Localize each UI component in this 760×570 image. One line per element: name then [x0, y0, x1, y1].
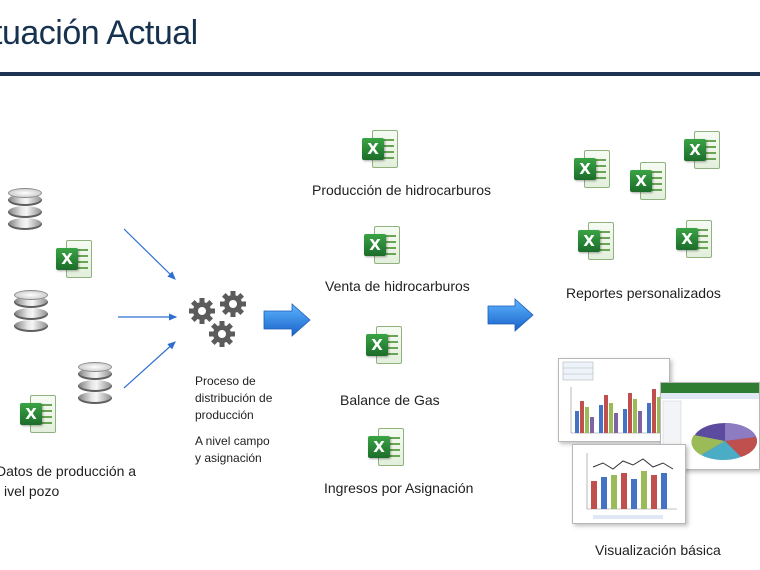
visualization-label: Visualización básica — [595, 542, 721, 558]
output-label: Venta de hidrocarburos — [325, 278, 470, 294]
excel-icon: X — [574, 150, 610, 188]
excel-icon: X — [362, 130, 398, 168]
database-icon — [14, 290, 48, 332]
excel-icon: X — [676, 220, 712, 258]
excel-icon: X — [366, 326, 402, 364]
output-label: Ingresos por Asignación — [324, 480, 474, 496]
database-icon — [8, 188, 42, 230]
output-label: Producción de hidrocarburos — [312, 182, 491, 198]
process-label-line5: y asignación — [195, 451, 262, 465]
sources-label-line2: ivel pozo — [4, 483, 60, 499]
blue-arrow-icon — [487, 298, 534, 332]
bar-chart-thumbnail — [558, 358, 670, 442]
process-label-line4: A nivel campo — [195, 434, 270, 448]
line-chart-thumbnail — [572, 444, 686, 524]
gears-icon — [189, 291, 246, 347]
process-label-line1: Proceso de — [195, 374, 256, 388]
title-divider — [0, 72, 760, 76]
excel-icon: X — [56, 240, 92, 278]
process-label-line3: producción — [195, 408, 254, 422]
reports-label: Reportes personalizados — [566, 285, 721, 301]
excel-icon: X — [368, 428, 404, 466]
output-label: Balance de Gas — [340, 392, 440, 408]
excel-icon: X — [364, 226, 400, 264]
blue-arrow-icon — [263, 303, 311, 337]
connector-arrow-bottom — [123, 341, 176, 389]
connector-arrow-top — [123, 228, 176, 280]
database-icon — [78, 362, 112, 404]
page-title: tuación Actual — [0, 14, 198, 52]
excel-icon: X — [630, 162, 666, 200]
sources-label-line1: Datos de producción a — [0, 463, 137, 479]
excel-icon: X — [578, 222, 614, 260]
excel-icon: X — [684, 131, 720, 169]
excel-icon: X — [20, 395, 56, 433]
process-label-line2: distribución de — [195, 391, 273, 405]
